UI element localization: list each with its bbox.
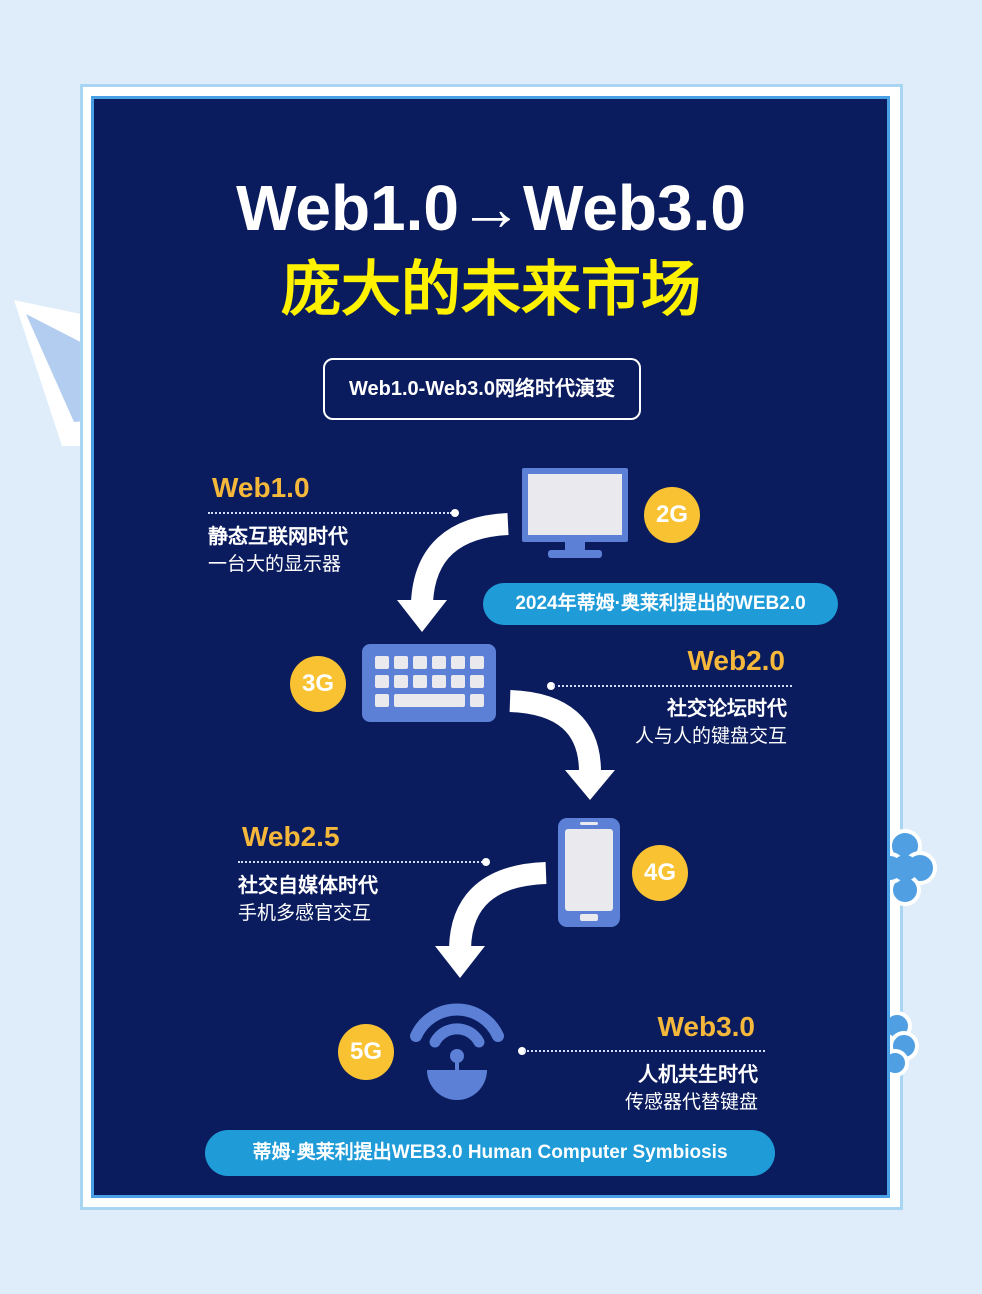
stage-era-web3: 人机共生时代 [638,1064,758,1086]
page-title: Web1.0→Web3.0 [236,172,746,244]
leader-dot [451,509,459,517]
stage-version-web3: Web3.0 [657,1011,755,1042]
network-badge-2g: 2G [644,487,700,543]
network-badge-5g: 5G [338,1024,394,1080]
leader-dot [547,682,555,690]
leader-dot [518,1047,526,1055]
leader-dot [482,858,490,866]
page-subtitle: 庞大的未来市场 [281,256,701,323]
dotted-leader [208,512,452,514]
dotted-leader [553,685,792,687]
web3-origin-pill: 蒂姆·奥莱利提出WEB3.0 Human Computer Symbiosis [205,1130,775,1176]
network-badge-4g: 4G [632,845,688,901]
stage-desc-web3: 传感器代替键盘 [624,1092,758,1113]
stage-version-web25: Web2.5 [242,821,340,852]
stage-era-web25: 社交自媒体时代 [238,875,378,897]
stage-era-web1: 静态互联网时代 [208,526,348,548]
dotted-leader [238,861,483,863]
network-badge-3g: 3G [290,656,346,712]
stage-era-web2: 社交论坛时代 [667,698,787,720]
stage-desc-web1: 一台大的显示器 [208,554,342,575]
web2-origin-pill: 2024年蒂姆·奥莱利提出的WEB2.0 [483,583,838,625]
stage-desc-web2: 人与人的键盘交互 [634,726,787,747]
dotted-leader [524,1050,765,1052]
stage-version-web1: Web1.0 [212,472,310,503]
section-box: Web1.0-Web3.0网络时代演变 [323,358,641,420]
stage-desc-web25: 手机多感官交互 [238,903,372,924]
stage-version-web2: Web2.0 [687,645,785,676]
